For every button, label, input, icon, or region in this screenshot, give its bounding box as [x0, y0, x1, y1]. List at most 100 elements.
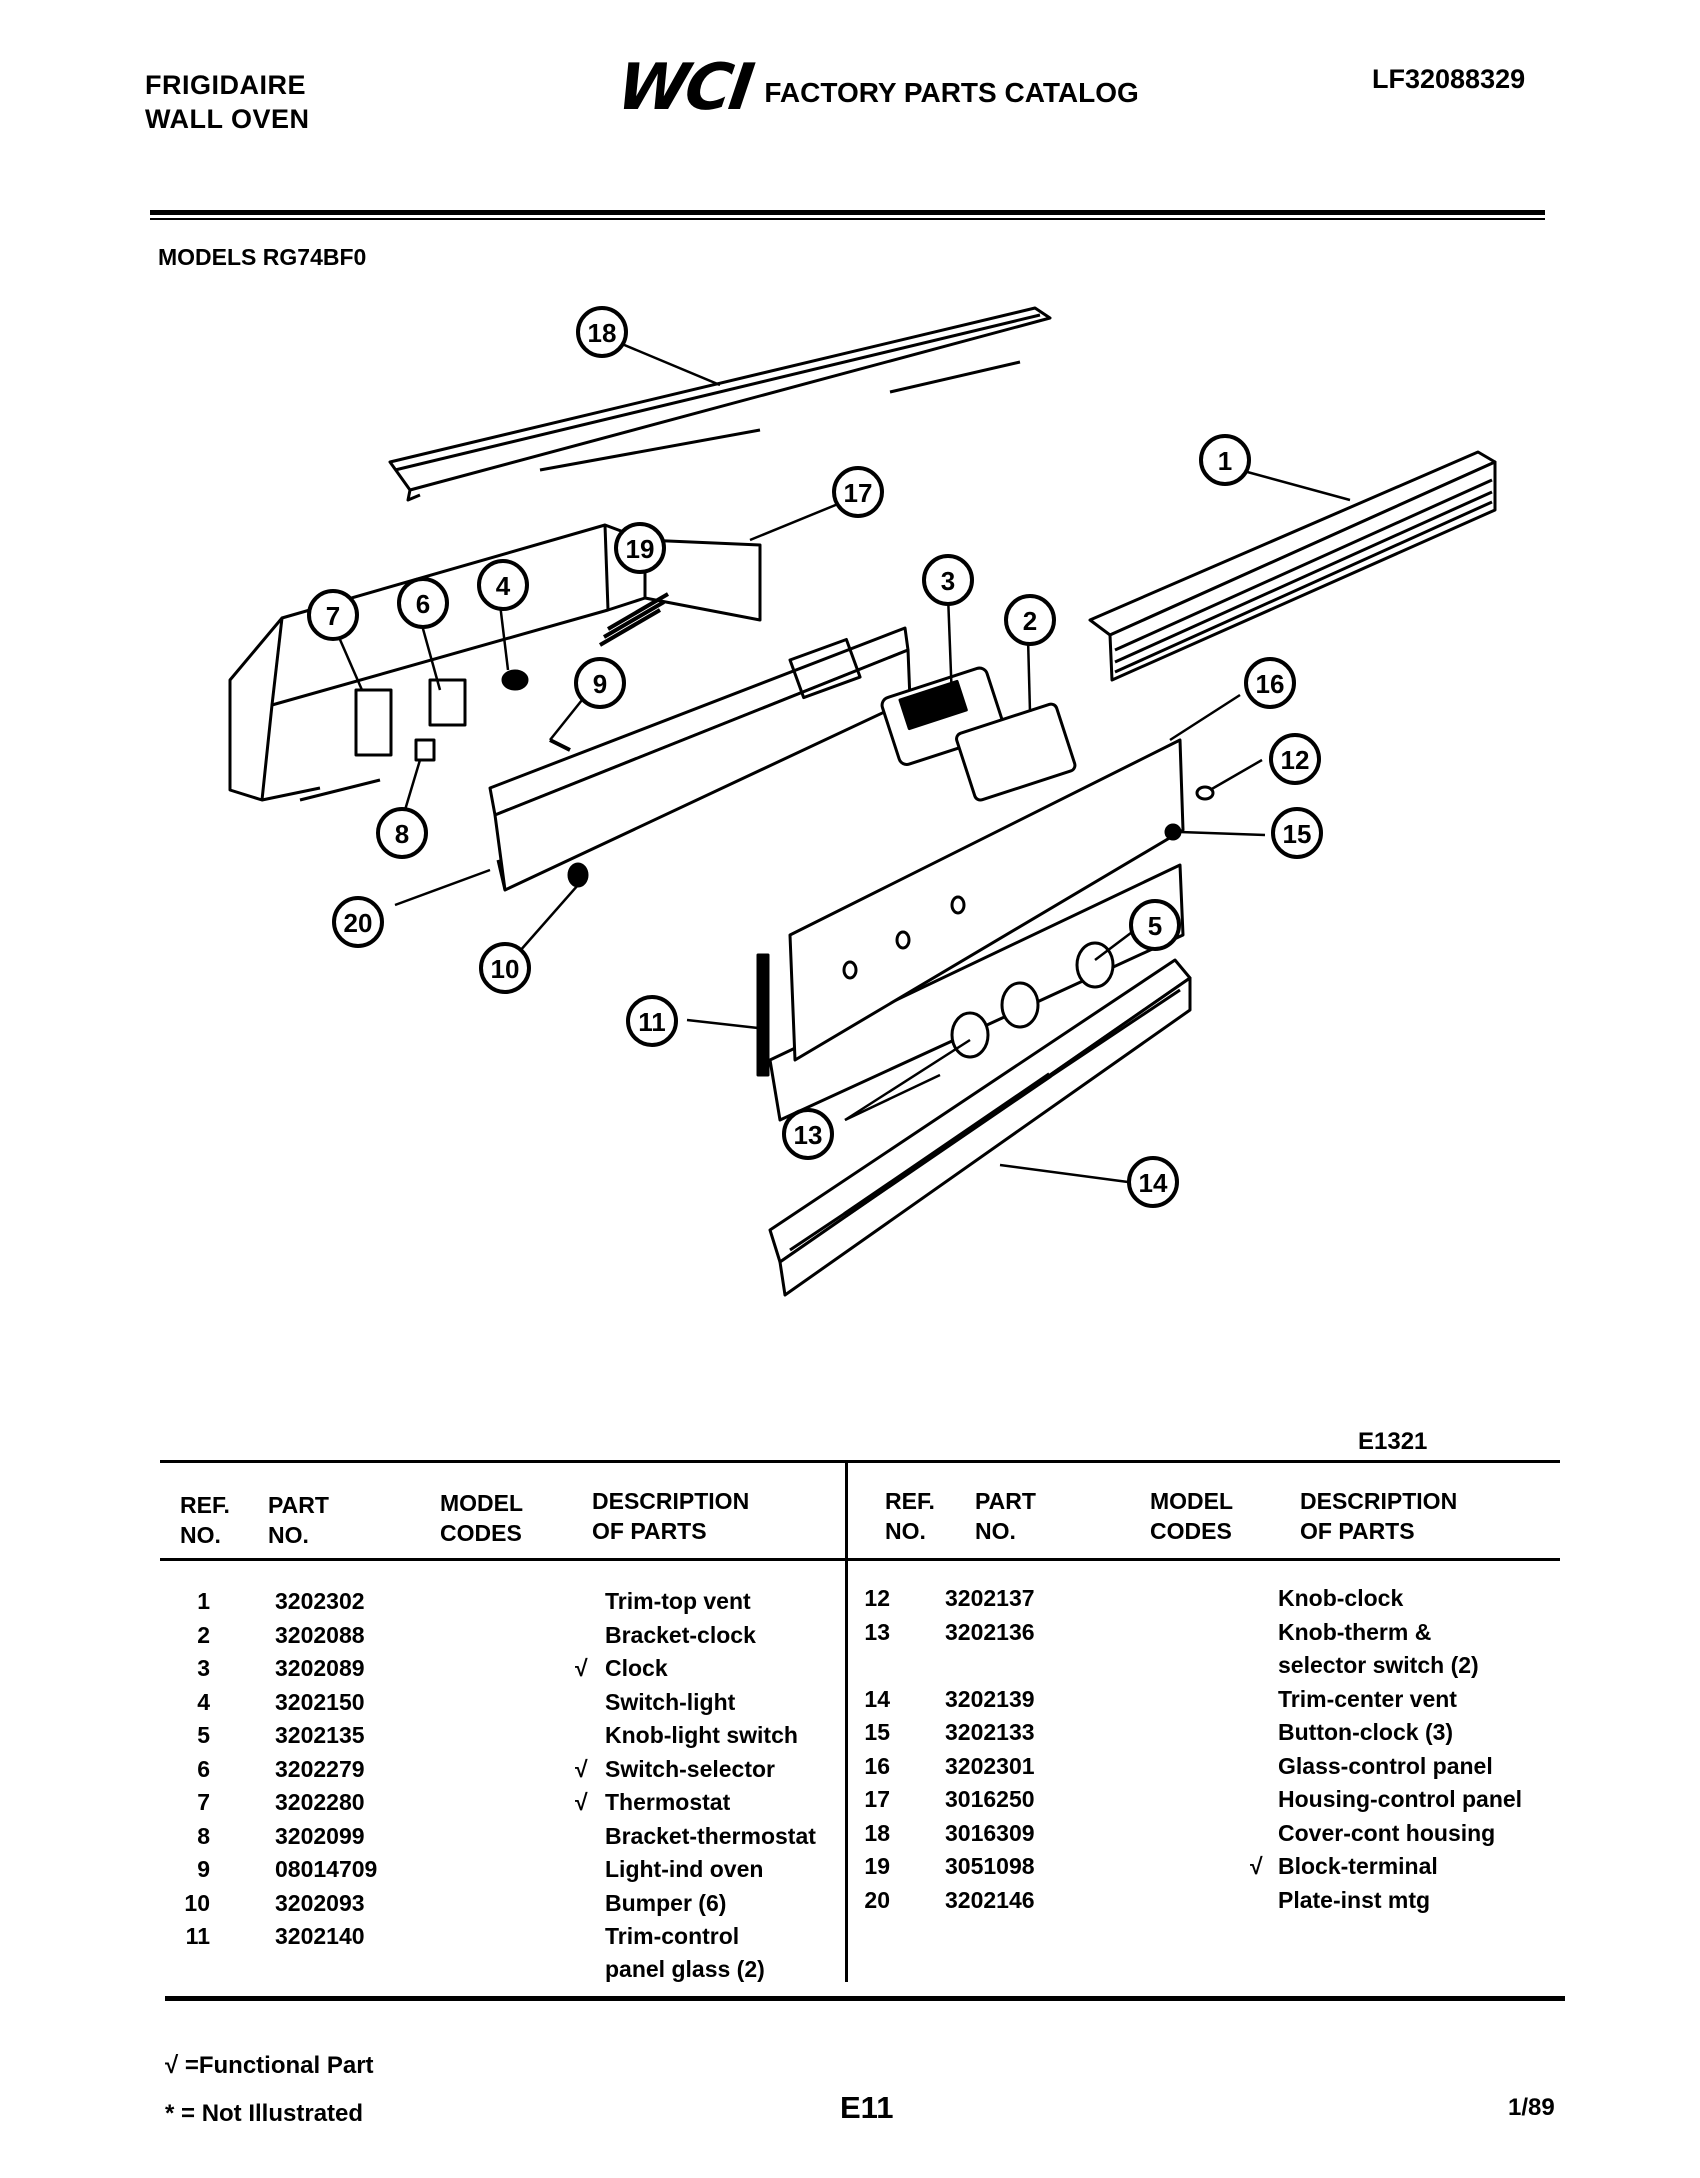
header-model-codes-right: MODEL CODES [1150, 1488, 1234, 1544]
part-description: Trim-center vent [1278, 1685, 1457, 1712]
part-bracket-thermostat [414, 738, 436, 762]
svg-text:15: 15 [1283, 819, 1312, 849]
table-bottom-rule [165, 1996, 1565, 2001]
svg-text:2: 2 [1023, 606, 1037, 636]
catalog-heading: WCI FACTORY PARTS CATALOG [613, 51, 1139, 125]
callout-16: 16 [1244, 657, 1296, 709]
part-glass-control-panel [768, 738, 1185, 1122]
ref-number: 20 [864, 1886, 890, 1913]
date-code: 1/89 [1508, 2094, 1555, 2121]
part-number: 3202146 [945, 1886, 1035, 1913]
ref-number: 13 [864, 1618, 890, 1645]
part-cover-cont-housing [388, 306, 1052, 502]
header-rule-thick [150, 210, 1545, 215]
part-trim-center-vent [768, 958, 1192, 1297]
part-description: Housing-control panel [1278, 1786, 1523, 1812]
ref-number: 10 [184, 1889, 210, 1916]
part-description: Cover-cont housing [1278, 1819, 1496, 1846]
svg-text:13: 13 [794, 1120, 823, 1150]
part-number: 3202088 [275, 1621, 365, 1648]
svg-text:20: 20 [344, 908, 373, 938]
ref-number: 15 [864, 1719, 890, 1745]
part-button-clock [1164, 823, 1182, 841]
header-model-codes-left: MODEL CODES [440, 1490, 524, 1546]
part-description: Bracket-thermostat [605, 1822, 816, 1849]
part-number: 3202093 [275, 1889, 365, 1916]
exploded-parts-diagram: 1 2 3 4 5 6 7 8 9 10 11 12 13 14 15 16 1… [228, 306, 1497, 1297]
part-description: Bracket-clock [605, 1621, 756, 1648]
part-description: Trim-control panel glass (2) [605, 1923, 765, 1982]
ref-number: 5 [197, 1722, 210, 1748]
ref-number: 9 [197, 1856, 210, 1882]
part-number: 3202137 [945, 1585, 1035, 1611]
svg-text:1: 1 [1218, 446, 1232, 476]
part-description: Button-clock (3) [1278, 1719, 1454, 1745]
part-number: 3202302 [275, 1588, 365, 1614]
header-description-right: DESCRIPTION OF PARTS [1300, 1488, 1458, 1544]
functional-part-mark: √ [575, 1655, 588, 1681]
table-column-divider [845, 1462, 848, 1982]
header-ref-no-left: REF. NO. [180, 1492, 230, 1548]
part-description: Glass-control panel [1278, 1752, 1493, 1779]
callout-2: 2 [1004, 594, 1056, 646]
callout-10: 10 [479, 942, 531, 994]
ref-number: 2 [197, 1621, 210, 1648]
catalog-number: LF32088329 [1372, 64, 1526, 94]
part-number: 3202136 [945, 1618, 1035, 1645]
header-rule-thin [150, 218, 1545, 220]
callout-14: 14 [1127, 1156, 1179, 1208]
part-number: 3202089 [275, 1655, 365, 1681]
ref-number: 16 [864, 1752, 890, 1779]
callout-4: 4 [477, 559, 529, 611]
header-part-no-right: PART NO. [975, 1488, 1036, 1544]
ref-number: 19 [864, 1853, 890, 1879]
header-part-no-left: PART NO. [268, 1492, 329, 1548]
part-number: 3202099 [275, 1822, 365, 1849]
catalog-title: FACTORY PARTS CATALOG [764, 77, 1139, 108]
table-top-rule [160, 1460, 1560, 1463]
part-number: 3202135 [275, 1722, 365, 1748]
ref-number: 12 [864, 1585, 890, 1611]
part-description: Clock [605, 1655, 668, 1681]
ref-number: 17 [864, 1786, 890, 1812]
callout-15: 15 [1271, 807, 1323, 859]
svg-text:17: 17 [844, 478, 873, 508]
leader-lines [336, 342, 1351, 1184]
part-number: 3202150 [275, 1688, 365, 1715]
brand-name: FRIGIDAIRE [145, 70, 307, 100]
svg-text:16: 16 [1256, 669, 1285, 699]
part-description: Knob-light switch [605, 1722, 798, 1748]
part-number: 3202301 [945, 1752, 1035, 1779]
part-description: Switch-selector [605, 1755, 775, 1782]
svg-text:14: 14 [1139, 1168, 1168, 1198]
part-switch-selector [428, 678, 467, 727]
part-trim-control-panel-glass [756, 953, 770, 1077]
part-number: 3202133 [945, 1719, 1035, 1745]
ref-number: 11 [185, 1923, 210, 1949]
ref-number: 8 [197, 1822, 210, 1849]
part-description: Switch-light [605, 1688, 736, 1715]
part-description: Trim-top vent [605, 1588, 751, 1614]
ref-number: 1 [197, 1588, 210, 1614]
callout-8: 8 [376, 807, 428, 859]
callout-3: 3 [922, 554, 974, 606]
models-label: MODELS RG74BF0 [158, 244, 367, 270]
part-number: 3051098 [945, 1853, 1035, 1879]
table-header-rule [160, 1558, 1560, 1561]
callout-18: 18 [576, 306, 628, 358]
part-thermostat [354, 688, 393, 757]
svg-text:5: 5 [1148, 911, 1162, 941]
part-number: 3202140 [275, 1923, 365, 1949]
legend-not-illustrated: * = Not Illustrated [165, 2100, 364, 2127]
diagram-code: E1321 [1358, 1428, 1428, 1455]
svg-text:7: 7 [326, 601, 340, 631]
callout-6: 6 [397, 577, 449, 629]
part-description: Knob-clock [1278, 1585, 1404, 1611]
part-trim-top-vent [1088, 450, 1497, 682]
part-switch-light [501, 669, 529, 691]
part-number: 3016250 [945, 1786, 1035, 1812]
svg-text:11: 11 [638, 1007, 666, 1037]
callout-5: 5 [1129, 899, 1181, 951]
callout-7: 7 [307, 589, 359, 641]
svg-text:12: 12 [1281, 745, 1310, 775]
